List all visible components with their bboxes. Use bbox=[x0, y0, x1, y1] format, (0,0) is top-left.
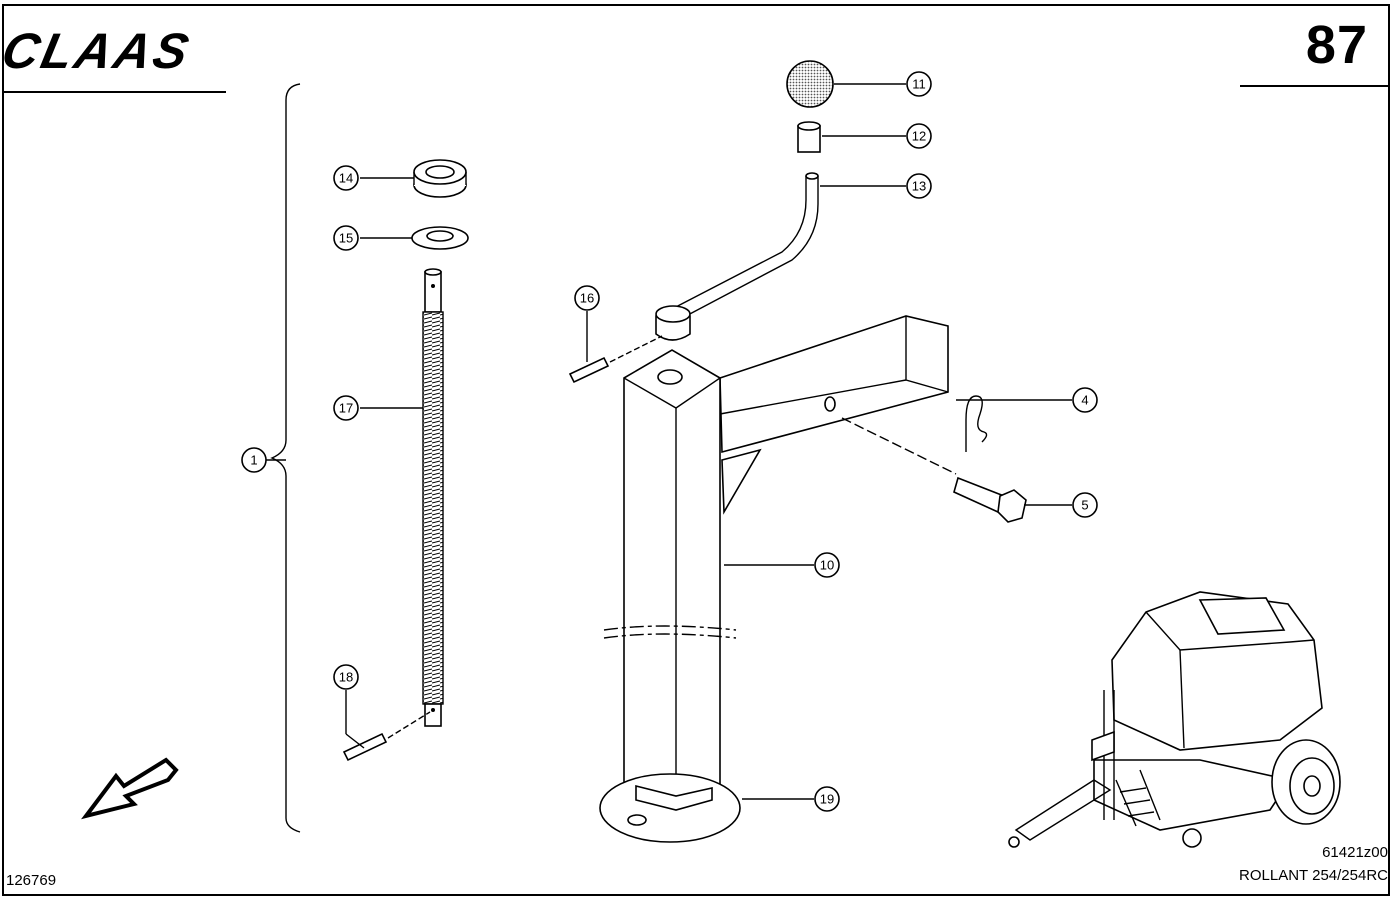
svg-text:15: 15 bbox=[339, 231, 353, 246]
page-number: 87 bbox=[1305, 15, 1368, 75]
model-name: ROLLANT 254/254RC bbox=[1239, 867, 1388, 884]
svg-text:19: 19 bbox=[820, 792, 834, 807]
svg-text:13: 13 bbox=[912, 179, 926, 194]
pin-16-part bbox=[568, 335, 663, 384]
pin-18-part bbox=[342, 711, 431, 762]
callout-14: 14 bbox=[333, 165, 359, 191]
bolt-part bbox=[841, 417, 1027, 523]
svg-text:16: 16 bbox=[580, 291, 594, 306]
baler-overview-sketch bbox=[1008, 591, 1341, 848]
assembly-bracket bbox=[270, 83, 301, 833]
bearing-part bbox=[413, 159, 467, 198]
svg-text:18: 18 bbox=[339, 670, 353, 685]
svg-text:5: 5 bbox=[1081, 498, 1088, 513]
svg-text:4: 4 bbox=[1081, 393, 1088, 408]
spring-clip-part bbox=[965, 395, 988, 452]
leader-18b bbox=[345, 733, 365, 749]
drawing-code: 126769 bbox=[6, 872, 57, 889]
callout-1: 1 bbox=[241, 447, 267, 473]
jack-column-part bbox=[599, 315, 949, 843]
callout-17: 17 bbox=[333, 395, 359, 421]
svg-text:14: 14 bbox=[339, 171, 353, 186]
callout-16: 16 bbox=[574, 285, 600, 311]
washer-part bbox=[411, 226, 469, 250]
image-reference: 61421z00 bbox=[1322, 844, 1388, 861]
brand-logo: CLAAS bbox=[0, 23, 196, 79]
svg-text:1: 1 bbox=[250, 453, 257, 468]
callout-15: 15 bbox=[333, 225, 359, 251]
callout-19: 19 bbox=[814, 786, 840, 812]
callout-18: 18 bbox=[333, 664, 359, 690]
svg-text:17: 17 bbox=[339, 401, 353, 416]
callout-5: 5 bbox=[1072, 492, 1098, 518]
crank-handle-part bbox=[655, 172, 819, 341]
svg-text:11: 11 bbox=[912, 77, 926, 92]
cap-part bbox=[786, 60, 834, 108]
page-frame bbox=[2, 4, 1390, 896]
direction-arrow-icon bbox=[81, 757, 179, 820]
svg-text:12: 12 bbox=[912, 129, 926, 144]
spindle-part bbox=[422, 268, 444, 727]
callout-12: 12 bbox=[906, 123, 932, 149]
callout-4: 4 bbox=[1072, 387, 1098, 413]
sleeve-part bbox=[797, 121, 821, 153]
svg-text:10: 10 bbox=[820, 558, 834, 573]
callout-10: 10 bbox=[814, 552, 840, 578]
callout-13: 13 bbox=[906, 173, 932, 199]
callout-11: 11 bbox=[906, 71, 932, 97]
